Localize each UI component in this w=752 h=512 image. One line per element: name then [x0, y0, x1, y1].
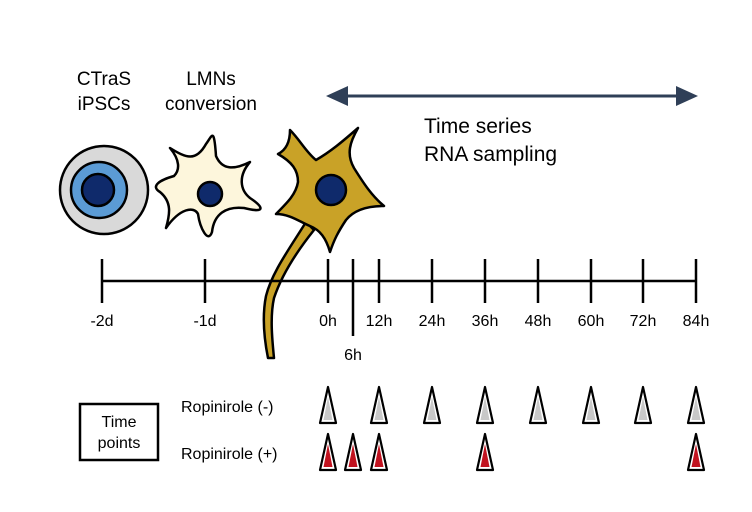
marker-row-plus — [318, 432, 706, 472]
marker-gray-triangle-fill — [374, 397, 384, 420]
marker-gray-triangle-fill — [638, 397, 648, 420]
sampling-label-line1: Time series — [424, 115, 532, 138]
lmn-label-line2: conversion — [165, 94, 257, 115]
marker-red-triangle-fill — [374, 444, 384, 467]
marker-red-triangle-fill — [323, 444, 333, 467]
minor-tick-label: 6h — [344, 347, 362, 364]
marker-red-triangle-fill — [480, 444, 490, 467]
marker-gray-triangle-fill — [533, 397, 543, 420]
marker-gray-triangle-fill — [586, 397, 596, 420]
sampling-range-arrow — [326, 86, 698, 106]
marker-red-triangle-fill — [348, 444, 358, 467]
tick-label: -2d — [90, 313, 113, 330]
row-label-ropinirole-plus: Ropinirole (+) — [181, 446, 277, 463]
ipsc-cell-icon — [58, 144, 150, 236]
neuron-cell-icon — [262, 126, 386, 360]
tick-label: 84h — [683, 313, 710, 330]
ipsc-label-line2: iPSCs — [78, 94, 131, 115]
row-label-ropinirole-minus: Ropinirole (-) — [181, 399, 273, 416]
marker-row-minus — [318, 385, 706, 425]
tick-label: 0h — [319, 313, 337, 330]
lmn-cell-icon — [154, 134, 262, 238]
ipsc-label-line1: CTraS — [77, 69, 131, 90]
sampling-label-line2: RNA sampling — [424, 143, 557, 166]
time-points-legend-box: Time points — [78, 402, 160, 462]
marker-red-triangle-fill — [691, 444, 701, 467]
lmn-label-line1: LMNs — [186, 69, 236, 90]
marker-gray-triangle-fill — [691, 397, 701, 420]
marker-gray-triangle-fill — [427, 397, 437, 420]
tick-label: 48h — [525, 313, 552, 330]
timeline-tick-labels: -2d -1d 0h 12h 24h 36h 48h 60h 72h 84h 6… — [90, 313, 709, 364]
legend-box-line2: points — [98, 435, 141, 452]
tick-label: -1d — [193, 313, 216, 330]
marker-gray-triangle-fill — [323, 397, 333, 420]
tick-label: 60h — [578, 313, 605, 330]
legend-box-line1: Time — [102, 414, 137, 431]
tick-label: 24h — [419, 313, 446, 330]
marker-gray-triangle-fill — [480, 397, 490, 420]
tick-label: 12h — [366, 313, 393, 330]
tick-label: 36h — [472, 313, 499, 330]
timeline-axis — [100, 259, 698, 336]
tick-label: 72h — [630, 313, 657, 330]
